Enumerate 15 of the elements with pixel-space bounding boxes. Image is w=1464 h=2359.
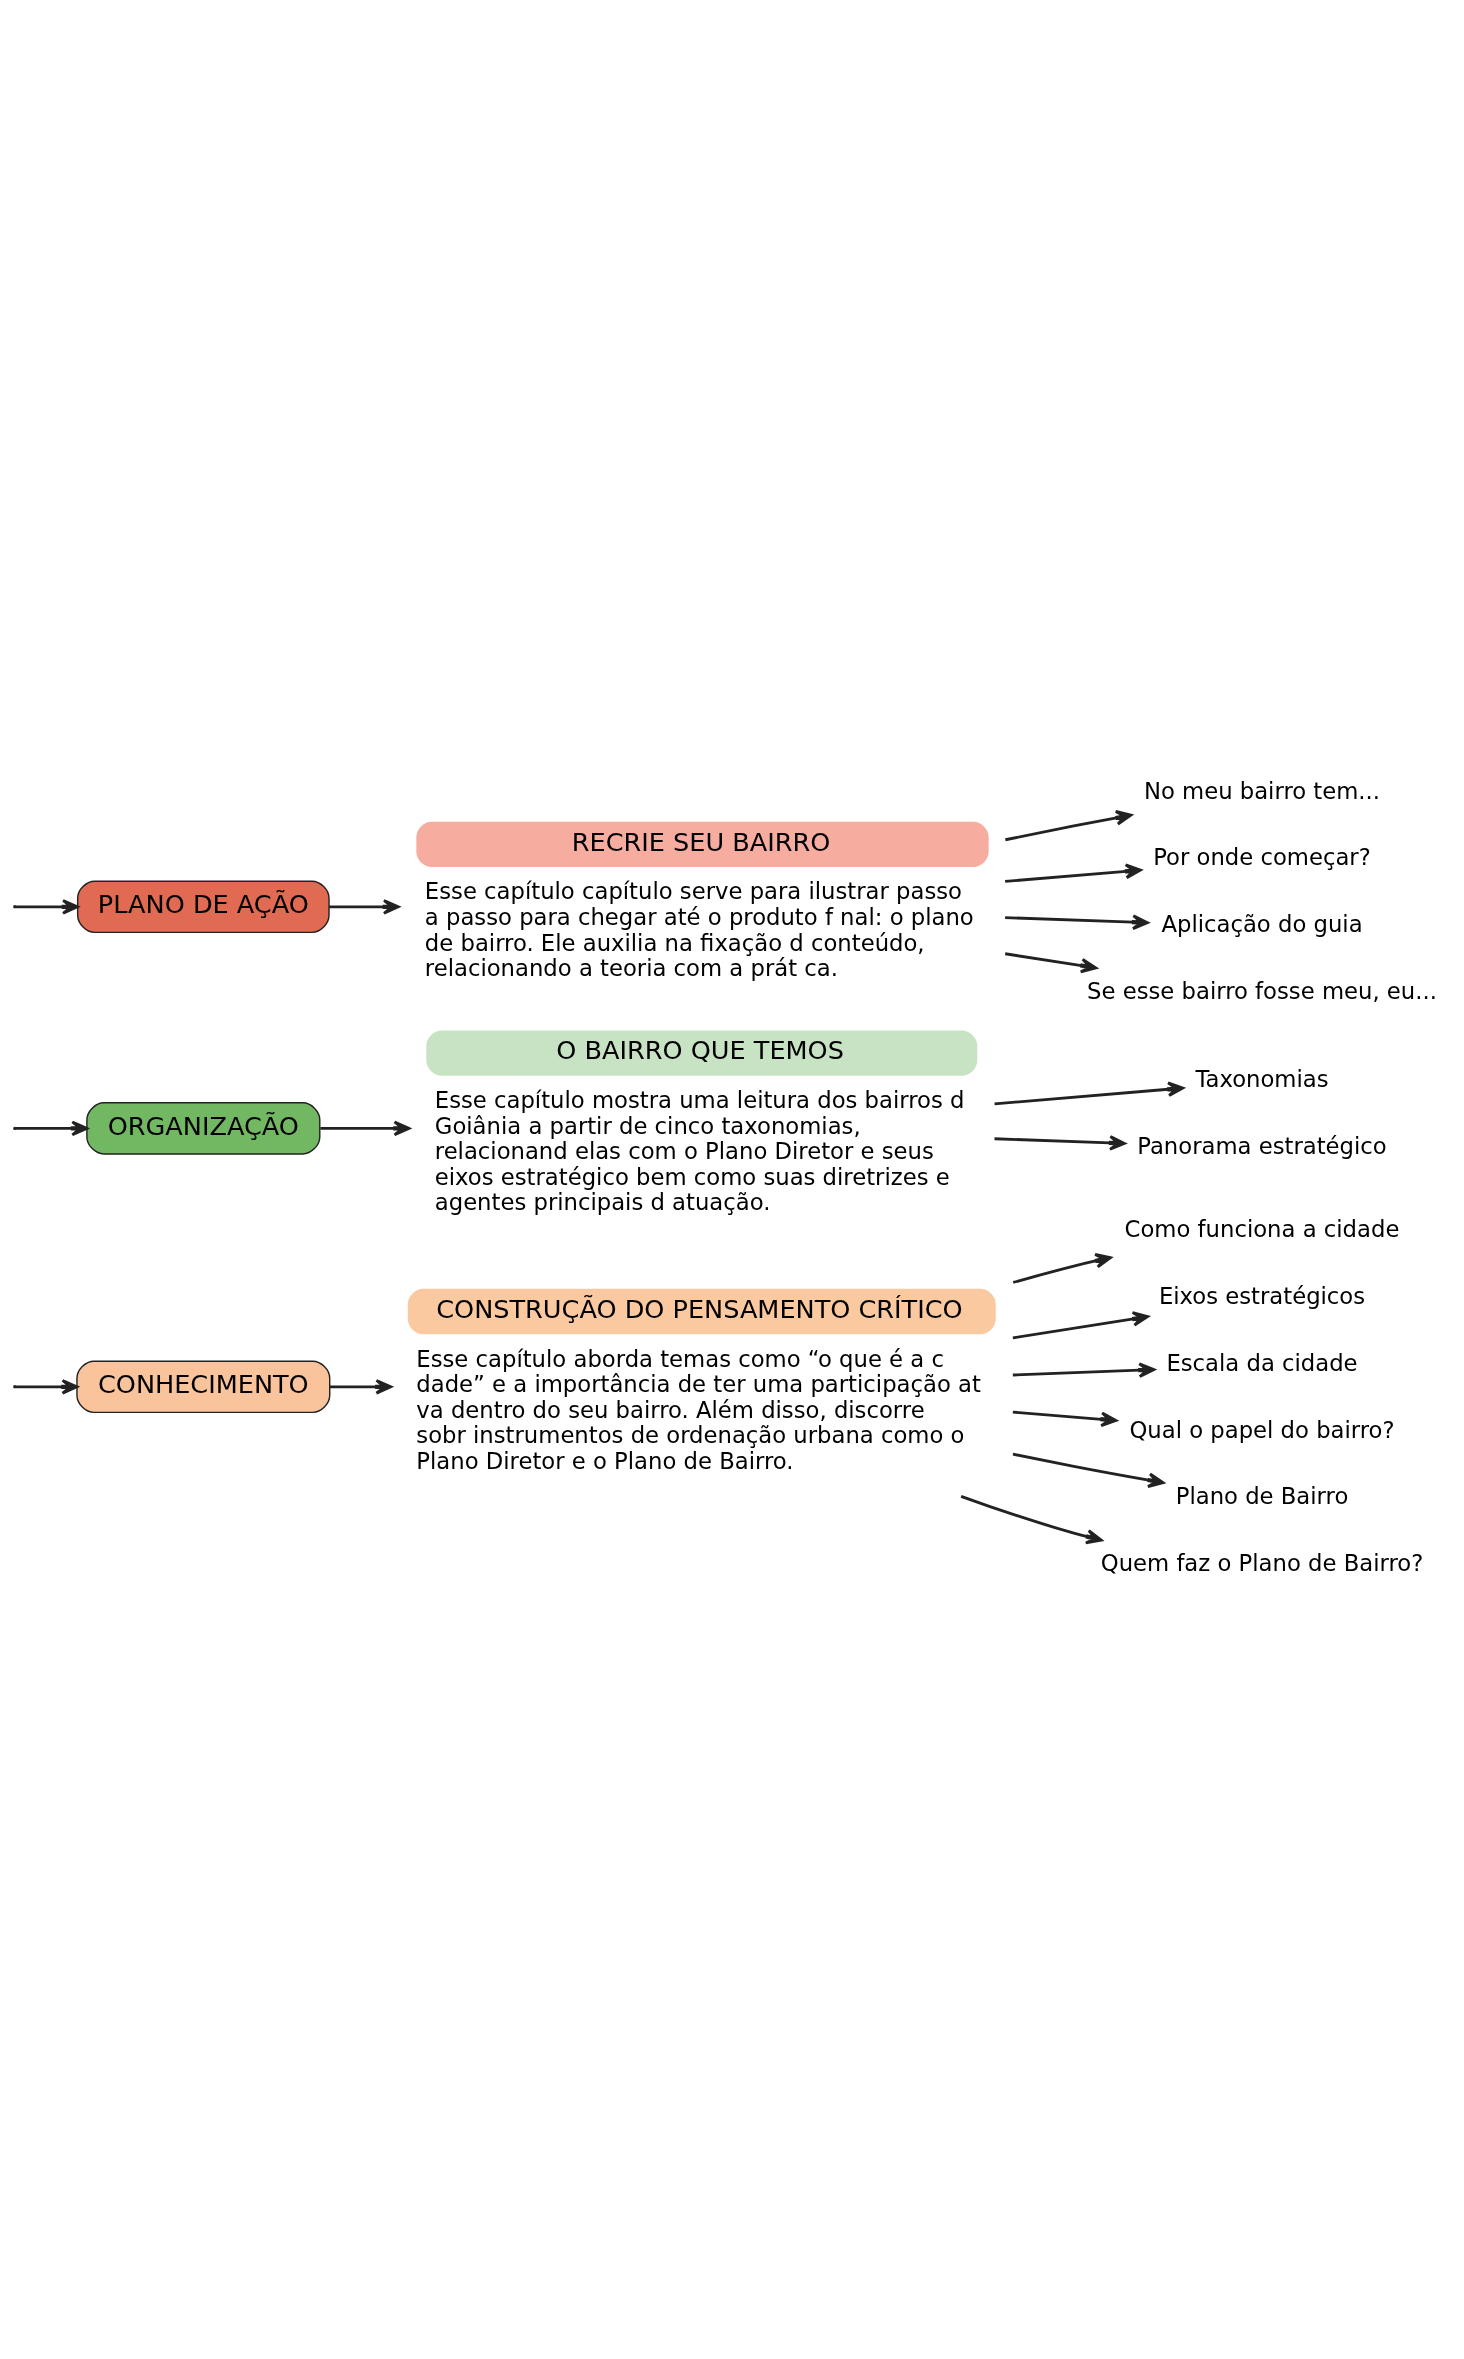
- node-text: Como funciona a cidade: [1124, 1216, 1400, 1243]
- node-label: Esse capítulo mostra uma leitura dos bairros d Goiânia a partir de cinco taxonomias, relacionand elas com o Plano Diretor e seus eixos estratégico bem como suas diretrizes e agentes principais d atuação.: [434, 1087, 965, 1216]
- node-label: Esse capítulo capítulo serve para ilustrar passo a passo para chegar até o produto f nal: o plano de bairro. Ele auxilia na fixação d conteúdo, relacionando a teoria com a prát ca.: [424, 878, 974, 982]
- node-label: Esse capítulo aborda temas como “o que é a c dade” e a importância de ter uma participação at va dentro do seu bairro. Além disso, discorre sobr instrumentos de ordenação urbana como o Plano Diretor e o Plano de Bairro.: [416, 1345, 981, 1474]
- node-text: Por onde começar?: [1153, 844, 1371, 871]
- node-text: Quem faz o Plano de Bairro?: [1100, 1550, 1424, 1577]
- node-text: Escala da cidade: [1166, 1349, 1358, 1376]
- node-text: Eixos estratégicos: [1158, 1283, 1366, 1310]
- node-text: Panorama estratégico: [1137, 1132, 1387, 1159]
- node-text: Taxonomias: [1195, 1065, 1329, 1092]
- node-text: Se esse bairro fosse meu, eu...: [1087, 977, 1437, 1004]
- node-text: No meu bairro tem...: [1143, 777, 1381, 804]
- node-text: Qual o papel do bairro?: [1129, 1416, 1395, 1443]
- node-text: Plano de Bairro: [1175, 1483, 1349, 1510]
- node-text: Aplicação do guia: [1161, 911, 1363, 938]
